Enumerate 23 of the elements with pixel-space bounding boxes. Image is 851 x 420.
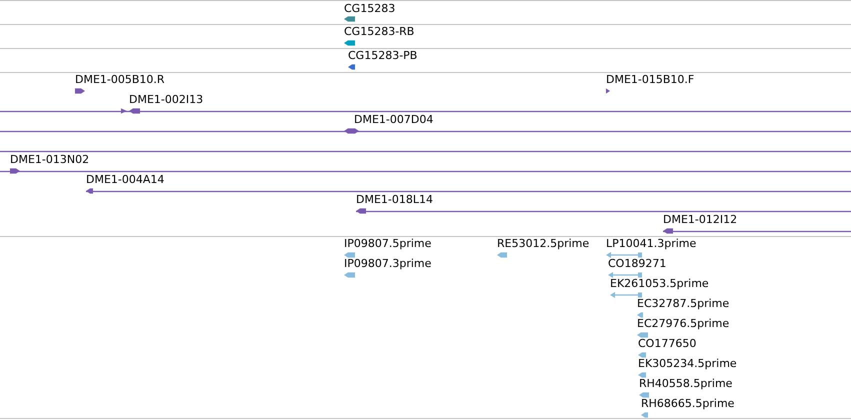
feature-label: LP10041.3prime [606,238,696,250]
feature-label: DME1-007D04 [354,114,434,126]
feature-label: DME1-015B10.F [606,74,694,86]
feature-label: CO177650 [638,338,696,350]
feature-label: RH40558.5prime [639,378,732,390]
feature-label: EC27976.5prime [637,318,730,330]
feature-label: CG15283-RB [344,26,414,38]
feature-label: DME1-013N02 [10,154,90,166]
feature-label: EK261053.5prime [610,278,709,290]
feature-label: DME1-018L14 [356,194,433,206]
feature-label: CO189271 [608,258,666,270]
feature-label: EK305234.5prime [638,358,737,370]
feature-label: DME1-002I13 [129,94,204,106]
feature-label: RE53012.5prime [497,238,590,250]
feature-label: DME1-004A14 [86,174,164,186]
feature-label: RH68665.5prime [641,398,734,410]
feature-label: CG15283 [344,3,396,15]
feature-label: EC32787.5prime [637,298,730,310]
feature-label: IP09807.3prime [344,258,432,270]
feature-label: DME1-005B10.R [75,74,165,86]
feature-label: DME1-012I12 [663,214,738,226]
feature-label: IP09807.5prime [344,238,432,250]
feature-label: CG15283-PB [348,50,418,62]
